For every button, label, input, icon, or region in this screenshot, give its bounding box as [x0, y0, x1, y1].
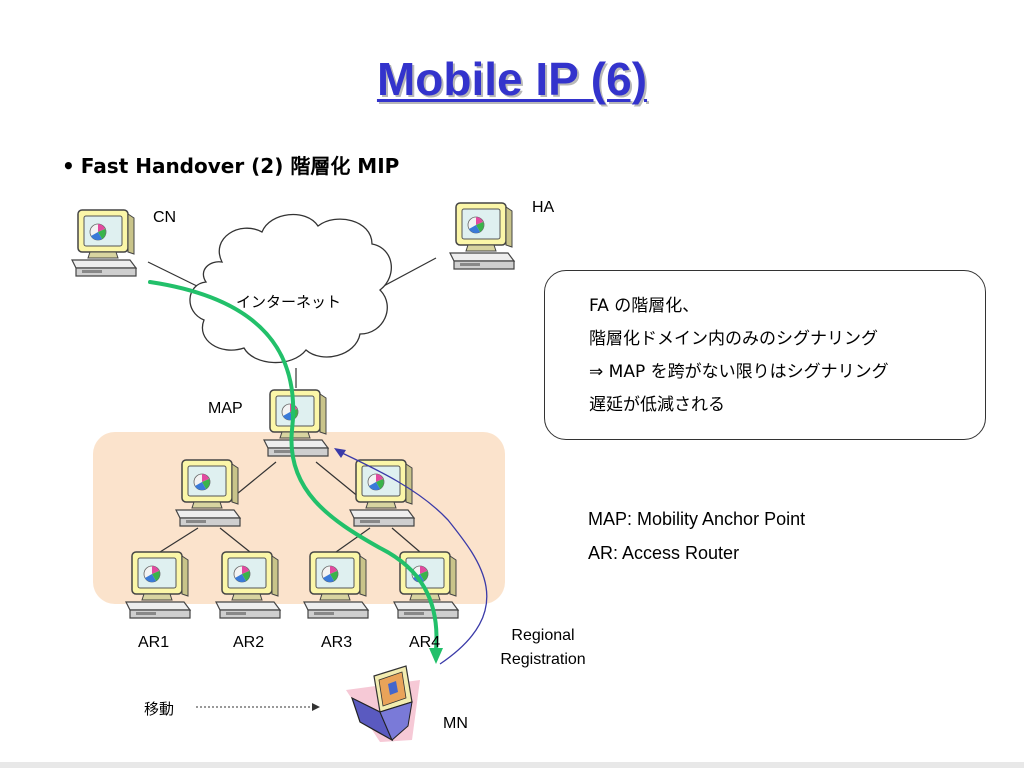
movement-arrow — [196, 703, 320, 711]
internet-label: インターネット — [236, 293, 342, 311]
definition-ar: AR: Access Router — [588, 543, 740, 563]
regional-registration-line2: Registration — [500, 651, 586, 668]
ar2-computer-icon — [215, 551, 281, 619]
ar3-computer-icon — [303, 551, 369, 619]
ha-label: HA — [532, 199, 555, 216]
callout-line-4: 遅延が低減される — [589, 395, 725, 415]
callout-line-1: FA の階層化、 — [589, 296, 700, 316]
ar2-label: AR2 — [233, 634, 265, 651]
regional-registration-line1: Regional — [511, 627, 575, 644]
router-right-icon — [349, 459, 415, 527]
callout-line-3: ⇒ MAP を跨がない限りはシグナリング — [589, 362, 889, 382]
cn-computer-icon — [71, 209, 137, 277]
ar3-label: AR3 — [321, 634, 353, 651]
ar4-label: AR4 — [409, 634, 441, 651]
callout-box: FA の階層化、 階層化ドメイン内のみのシグナリング ⇒ MAP を跨がない限り… — [544, 270, 986, 440]
definition-map: MAP: Mobility Anchor Point — [588, 509, 806, 529]
handover-path — [148, 280, 443, 664]
router-left-icon — [175, 459, 241, 527]
bullet-text: Fast Handover (2) 階層化 MIP — [80, 154, 400, 178]
regional-registration-label: Regional Registration — [488, 624, 598, 672]
move-label: 移動 — [144, 700, 175, 718]
internet-cloud — [189, 213, 392, 364]
bullet-dot: • — [62, 154, 75, 178]
map-computer-icon — [263, 389, 329, 457]
mn-laptop-icon — [346, 665, 420, 742]
callout-line-2: 階層化ドメイン内のみのシグナリング — [589, 329, 878, 349]
bullet-item: •Fast Handover (2) 階層化 MIP — [62, 150, 399, 179]
slide-title: Mobile IP (6) — [376, 53, 648, 105]
mn-label: MN — [443, 715, 468, 732]
map-label: MAP — [208, 400, 243, 417]
ar1-label: AR1 — [138, 634, 170, 651]
links — [147, 257, 437, 553]
ar1-computer-icon — [125, 551, 191, 619]
regional-registration-arrow — [334, 448, 488, 665]
cn-label: CN — [153, 209, 177, 226]
footer-bar — [0, 762, 1024, 768]
ha-computer-icon — [449, 202, 515, 270]
